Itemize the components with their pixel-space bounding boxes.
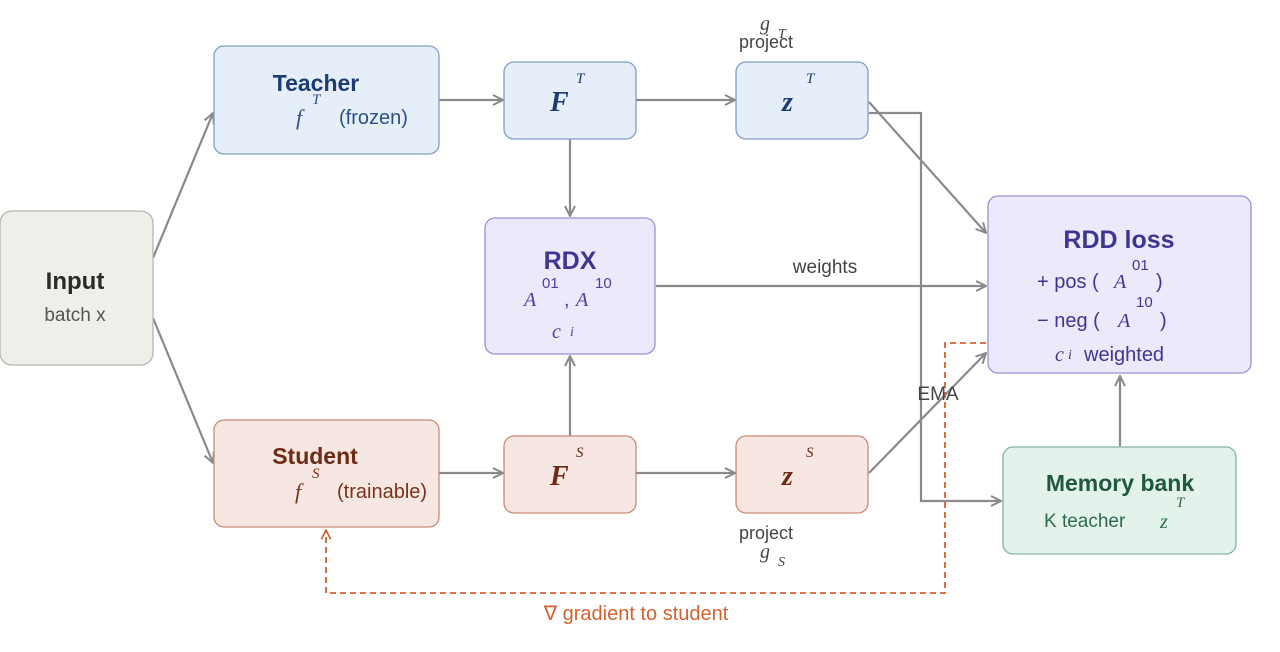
input-node: Input batch x [0, 210, 154, 366]
student-projector-text: project [739, 523, 793, 543]
rdd-neg-term-superscript: 10 [1136, 294, 1153, 311]
student-function-symbol: f [295, 479, 304, 504]
memory-bank-superscript: T [1176, 495, 1186, 511]
rdx-confidence-subscript: i [570, 325, 574, 340]
rdd-neg-term-close: ) [1160, 310, 1167, 332]
teacher-projector-label: g T project [739, 13, 793, 52]
gradient-feedback-arrow [326, 342, 986, 594]
teacher-title: Teacher [273, 70, 360, 96]
teacher-features-symbol: F [549, 87, 569, 118]
student-projector-symbol: g [760, 541, 770, 563]
student-projector-label: project g S [739, 523, 793, 570]
rdx-affinity-a01-superscript: 01 [542, 275, 559, 292]
student-projection-symbol: z [781, 461, 793, 492]
teacher-projector-symbol: g [760, 13, 770, 35]
rdd-pos-term-close: ) [1156, 271, 1163, 293]
student-projector-subscript: S [778, 555, 785, 570]
rdd-neg-term-symbol: A [1116, 310, 1131, 332]
rdd-pos-term-symbol: A [1112, 271, 1127, 293]
memory-bank-text: K teacher [1044, 511, 1126, 532]
teacher-function-superscript: T [312, 92, 322, 108]
teacher-projection-superscript: T [806, 71, 816, 87]
ema-label: EMA [917, 384, 959, 405]
rdx-affinity-a10-superscript: 10 [595, 275, 612, 292]
arrow-zs-to-rdd [868, 353, 986, 474]
arrow-input-to-student [151, 317, 213, 463]
rdd-loss-node: RDD loss + pos ( A 01 ) − neg ( A 10 ) c… [987, 195, 1252, 374]
teacher-frozen-note: (frozen) [339, 107, 408, 129]
teacher-projector-subscript: T [778, 27, 787, 42]
rdd-loss-title: RDD loss [1063, 226, 1174, 254]
teacher-projection-node: z T [735, 61, 869, 140]
teacher-features-superscript: T [576, 71, 586, 87]
teacher-features-node: F T [503, 61, 637, 140]
rdd-confidence-symbol: c [1055, 344, 1064, 366]
weights-label: weights [792, 257, 857, 278]
memory-bank-symbol: z [1159, 511, 1168, 533]
teacher-projector-text: project [739, 32, 793, 52]
student-features-symbol: F [549, 461, 569, 492]
teacher-function-symbol: f [296, 105, 305, 130]
input-subtitle: batch x [44, 305, 106, 326]
student-features-node: F S [503, 435, 637, 514]
rdd-neg-term-prefix: − neg ( [1037, 310, 1100, 332]
arrow-input-to-teacher [151, 113, 213, 259]
student-projection-node: z S [735, 435, 869, 514]
student-node: Student f S (trainable) [213, 419, 440, 528]
teacher-projection-symbol: z [781, 87, 793, 118]
student-function-superscript: S [312, 466, 320, 482]
arrow-zt-to-memory-ema [869, 111, 1001, 501]
connector-arrows [151, 100, 1120, 501]
input-title: Input [46, 268, 105, 295]
rdx-affinity-comma: , [564, 289, 570, 311]
memory-bank-title: Memory bank [1046, 470, 1194, 496]
rdx-node: RDX A 01 , A 10 c i [484, 217, 656, 355]
arrow-zt-to-rdd [868, 101, 986, 233]
rdx-affinity-a01-symbol: A [522, 289, 537, 311]
teacher-node: Teacher f T (frozen) [213, 45, 440, 155]
student-title: Student [272, 443, 358, 469]
rdx-title: RDX [544, 247, 597, 275]
rdx-affinity-a10-symbol: A [574, 289, 589, 311]
student-trainable-note: (trainable) [337, 481, 427, 503]
rdd-pos-term-superscript: 01 [1132, 257, 1149, 274]
rdd-weighted-text: weighted [1083, 344, 1164, 366]
student-features-superscript: S [576, 445, 584, 461]
gradient-label: ∇ gradient to student [543, 603, 729, 625]
memory-bank-node: Memory bank K teacher z T [1002, 446, 1237, 555]
student-projection-superscript: S [806, 445, 814, 461]
rdx-confidence-symbol: c [552, 321, 561, 343]
rdd-confidence-subscript: i [1068, 348, 1072, 363]
rdd-pos-term-prefix: + pos ( [1037, 271, 1099, 293]
